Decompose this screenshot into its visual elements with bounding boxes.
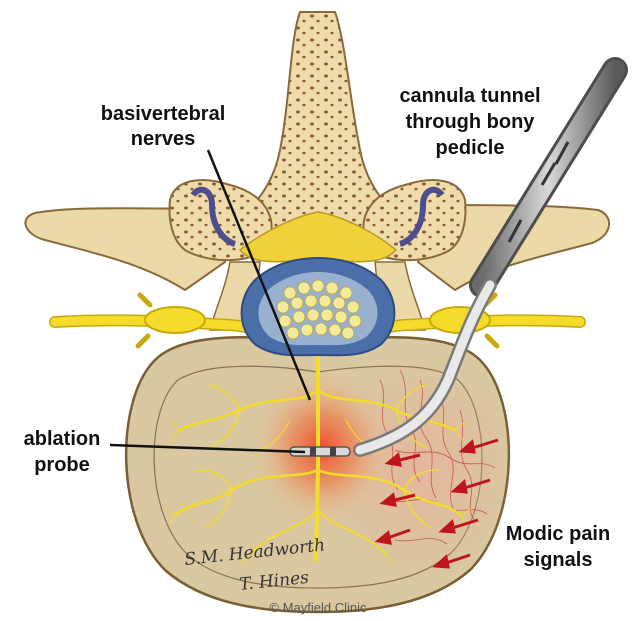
copyright-credit: © Mayfield Clinic [270, 600, 367, 615]
label-cannula-line1: cannula tunnel [399, 85, 540, 107]
label-basivertebral-line2: nerves [131, 128, 196, 150]
label-cannula-line3: pedicle [436, 137, 505, 159]
label-ablation-line1: ablation [24, 428, 101, 450]
label-ablation-line2: probe [34, 454, 90, 476]
label-basivertebral-line1: basivertebral [101, 103, 226, 125]
label-cannula-line2: through bony [406, 111, 536, 133]
label-modic-line1: Modic pain [506, 523, 610, 545]
label-modic-line2: signals [524, 549, 593, 571]
